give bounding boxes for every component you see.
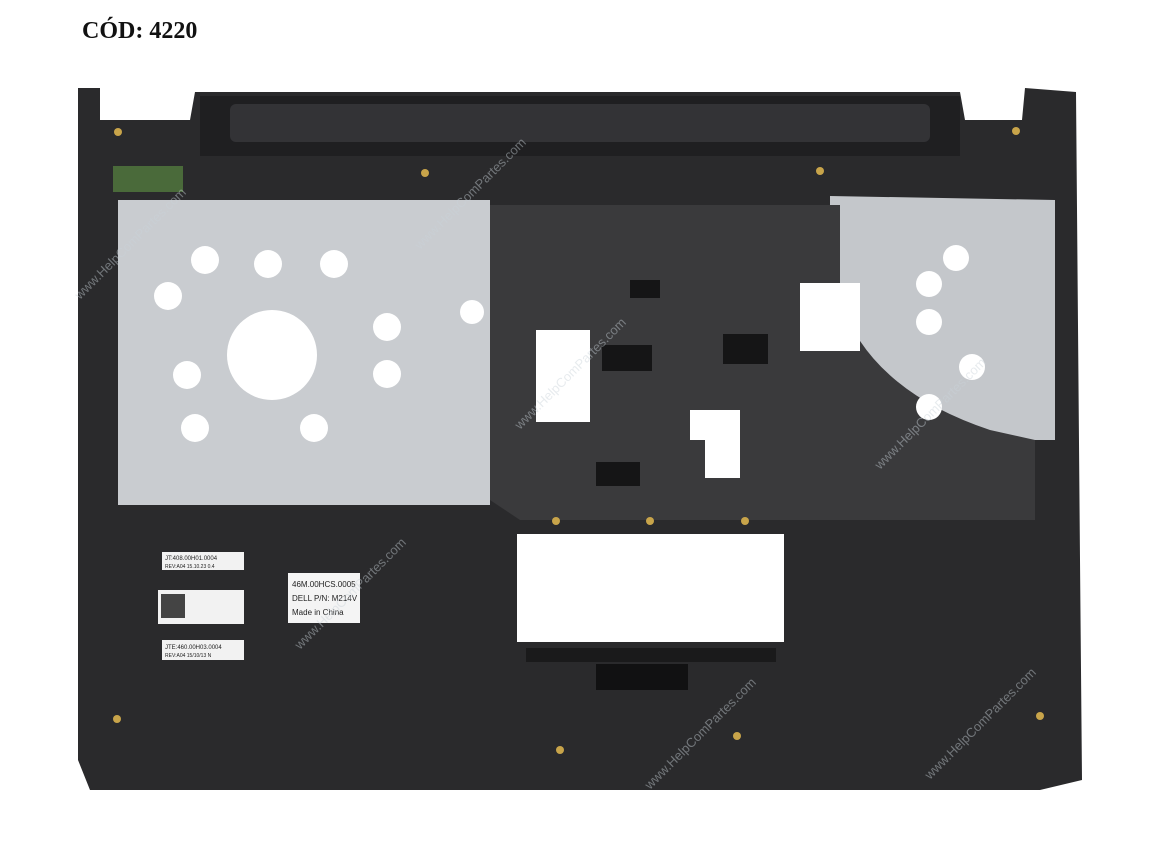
plate-holes <box>154 245 985 442</box>
sticker-part2: JTE:460.00H03.0004 REV:A04 15/10/13 N <box>162 640 244 660</box>
touchpad-opening <box>517 534 784 642</box>
sticker-main: 46M.00HCS.0005 DELL P/N: M214V Made in C… <box>288 573 360 623</box>
svg-text:DELL P/N: M214V: DELL P/N: M214V <box>292 594 358 603</box>
svg-text:Made in China: Made in China <box>292 608 344 617</box>
sticker-part1: JT:408.00H01.0004 REV:A04 15.10.23 0.4 <box>162 552 244 570</box>
svg-text:REV:A04 15.10.23 0.4: REV:A04 15.10.23 0.4 <box>165 564 215 570</box>
svg-text:JTE:460.00H03.0004: JTE:460.00H03.0004 <box>165 645 222 651</box>
product-code: CÓD: 4220 <box>82 18 198 44</box>
svg-text:REV:A04 15/10/13 N: REV:A04 15/10/13 N <box>165 653 212 659</box>
sticker-qr <box>158 590 244 624</box>
svg-text:JT:408.00H01.0004: JT:408.00H01.0004 <box>165 556 218 562</box>
svg-text:46M.00HCS.0005: 46M.00HCS.0005 <box>292 580 356 589</box>
